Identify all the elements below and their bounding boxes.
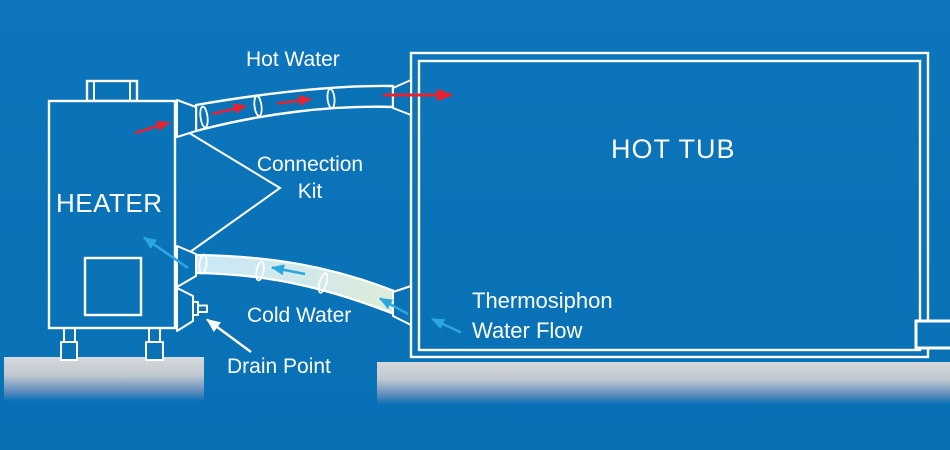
drain-point-fitting [176,287,208,332]
cold-pipe-coupling-1 [198,253,208,275]
hot-tub-platform [377,362,950,404]
hot-pipe-body [194,84,395,133]
hot-pipe-coupling-2 [253,95,263,117]
ground-platforms [4,357,950,404]
hot-flow-arrow-pipe2-icon [276,95,312,107]
hot-water-pipe [176,79,412,138]
connection-kit-label-line1: Connection [256,153,364,176]
thermosiphon-label: Thermosiphon Water Flow [472,286,613,346]
heater-hot-outlet-fitting [176,99,197,138]
hot-tub-side-fitting [914,319,950,350]
cold-flow-arrow-fitting-icon [379,297,409,316]
cold-flow-arrow-pipe-icon [271,264,306,276]
hot-pipe-coupling-3 [326,88,336,109]
hot-tub-outer-wall [409,51,930,359]
hot-tub-inner-wall [417,59,922,352]
hot-tub-cold-outlet-fitting [392,285,412,326]
heater-body [47,99,177,330]
thermosiphon-label-line1: Thermosiphon [472,288,613,313]
heater [47,79,177,361]
hot-tub [409,51,950,359]
cold-pipe-coupling-2 [255,260,265,282]
hot-flow-arrow-heater-icon [134,120,170,135]
hot-pipe-coupling-1 [199,105,209,129]
flow-arrows [134,88,462,353]
drain-nozzle-tip [197,304,208,313]
connection-kit-bracket [185,130,282,253]
drain-point-label: Drain Point [227,355,331,378]
cold-water-label: Cold Water [247,304,352,327]
thermosiphon-label-line2: Water Flow [472,318,583,343]
drain-point-pointer-arrow-icon [206,318,252,353]
heater-platform [4,357,204,401]
hot-water-label: Hot Water [246,48,340,71]
thermosiphon-flow-arrow-icon [431,317,462,334]
hot-tub-label: HOT TUB [611,134,736,164]
connection-kit-label: Connection Kit [249,151,371,205]
cold-flow-arrow-heater-icon [143,236,189,270]
cold-water-pipe [176,245,412,326]
hot-tub-hot-inlet-fitting [392,79,412,116]
connection-kit-brace [185,130,282,253]
connection-kit-label-line2: Kit [297,180,323,203]
hot-flow-arrow-pipe1-icon [211,103,247,116]
cold-pipe-coupling-3 [317,272,329,294]
heater-foot-left [60,341,78,361]
heater-foot-right [145,341,164,361]
drain-valve-body [176,287,194,332]
heater-access-panel [83,256,143,317]
heater-label: HEATER [56,188,163,218]
